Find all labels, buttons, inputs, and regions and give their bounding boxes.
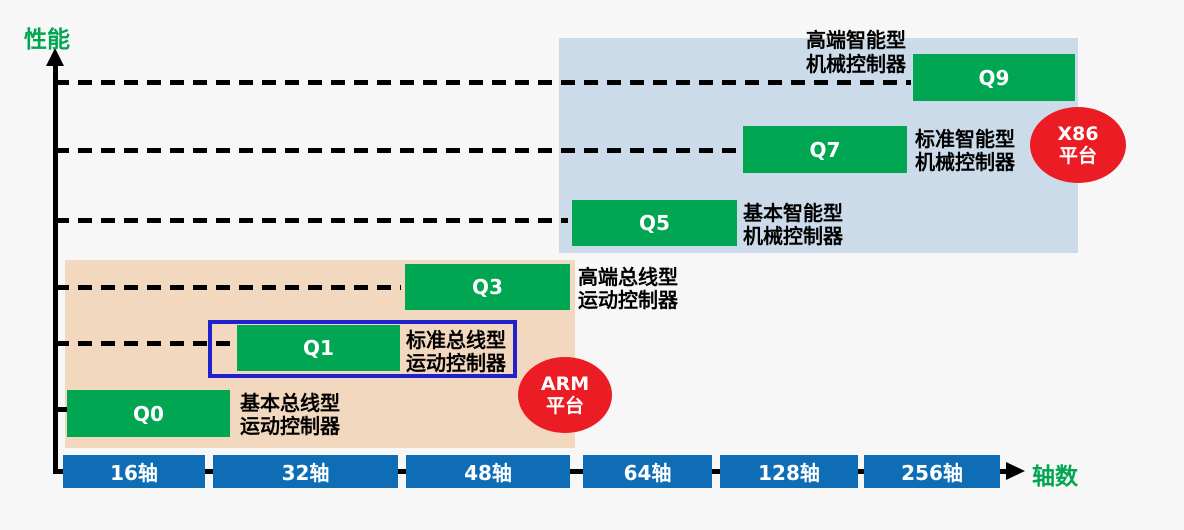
axis-segment-128-label: 128轴 [758,461,820,485]
dashed-line-level-q9 [55,80,911,85]
axis-segment-48-label: 48轴 [464,461,512,485]
q1-highlight-box [208,320,517,378]
product-desc-q1-line1: 标准总线型 [406,328,506,352]
axis-segment-16-label: 16轴 [110,461,158,485]
product-desc-q3-line2: 运动控制器 [578,288,678,312]
product-desc-q9-line2: 机械控制器 [806,52,906,76]
arm-platform-badge-line2: 平台 [545,395,584,417]
x86-platform-badge-line1: X86 [1057,123,1099,145]
product-bar-q3-label: Q3 [472,275,503,299]
product-bar-q0-label: Q0 [133,401,164,426]
product-desc-q5-line2: 机械控制器 [743,224,843,248]
axis-segment-32: 32轴 [213,455,398,488]
product-desc-q0: 基本总线型 运动控制器 [240,392,340,438]
axis-segment-48: 48轴 [406,455,570,488]
product-desc-q9: 高端智能型 机械控制器 [806,28,906,76]
arm-platform-badge-line1: ARM [540,373,590,395]
product-bar-q5-label: Q5 [639,211,670,235]
product-desc-q1: 标准总线型 运动控制器 [406,329,506,375]
performance-axis-label: 性能 [24,27,70,53]
product-bar-q1: Q1 [237,325,400,371]
arm-platform-badge: ARM 平台 [518,357,612,433]
axis-segment-16: 16轴 [63,455,205,488]
axis-segment-128: 128轴 [720,455,858,488]
product-desc-q1-line2: 运动控制器 [406,351,506,375]
product-desc-q3: 高端总线型 运动控制器 [578,266,678,312]
x-axis-arrowhead-icon [1006,462,1025,480]
product-desc-q3-line1: 高端总线型 [578,265,678,289]
axis-segment-256: 256轴 [864,455,1000,488]
product-desc-q5: 基本智能型 机械控制器 [743,202,843,248]
product-bar-q3: Q3 [405,264,570,310]
product-bar-q1-label: Q1 [303,336,334,360]
product-desc-q7: 标准智能型 机械控制器 [915,128,1015,174]
product-bar-q7-label: Q7 [809,137,841,162]
dashed-line-level-q1 [55,341,233,346]
axis-count-axis-label: 轴数 [1032,464,1078,490]
dashed-line-level-q7 [55,148,741,153]
product-desc-q0-line1: 基本总线型 [240,391,340,415]
x86-platform-badge-line2: 平台 [1058,145,1097,167]
product-desc-q7-line1: 标准智能型 [915,127,1015,151]
axis-segment-64-label: 64轴 [623,461,672,485]
product-desc-q5-line1: 基本智能型 [743,201,843,225]
product-bar-q9: Q9 [913,54,1075,101]
product-desc-q7-line2: 机械控制器 [915,150,1015,174]
x86-platform-badge: X86 平台 [1030,107,1126,183]
product-bar-q0: Q0 [67,390,230,437]
dashed-line-level-q3 [55,285,401,290]
y-axis-line [53,60,58,472]
product-bar-q9-label: Q9 [978,65,1010,90]
product-desc-q0-line2: 运动控制器 [240,414,340,438]
axis-segment-64: 64轴 [583,455,712,488]
product-desc-q9-line1: 高端智能型 [806,28,906,52]
y-axis-arrowhead-icon [46,48,64,66]
product-bar-q5: Q5 [572,200,737,246]
product-bar-q7: Q7 [743,126,907,173]
axis-segment-32-label: 32轴 [281,461,330,485]
dashed-line-level-q5 [55,218,568,223]
axis-segment-256-label: 256轴 [901,461,963,485]
